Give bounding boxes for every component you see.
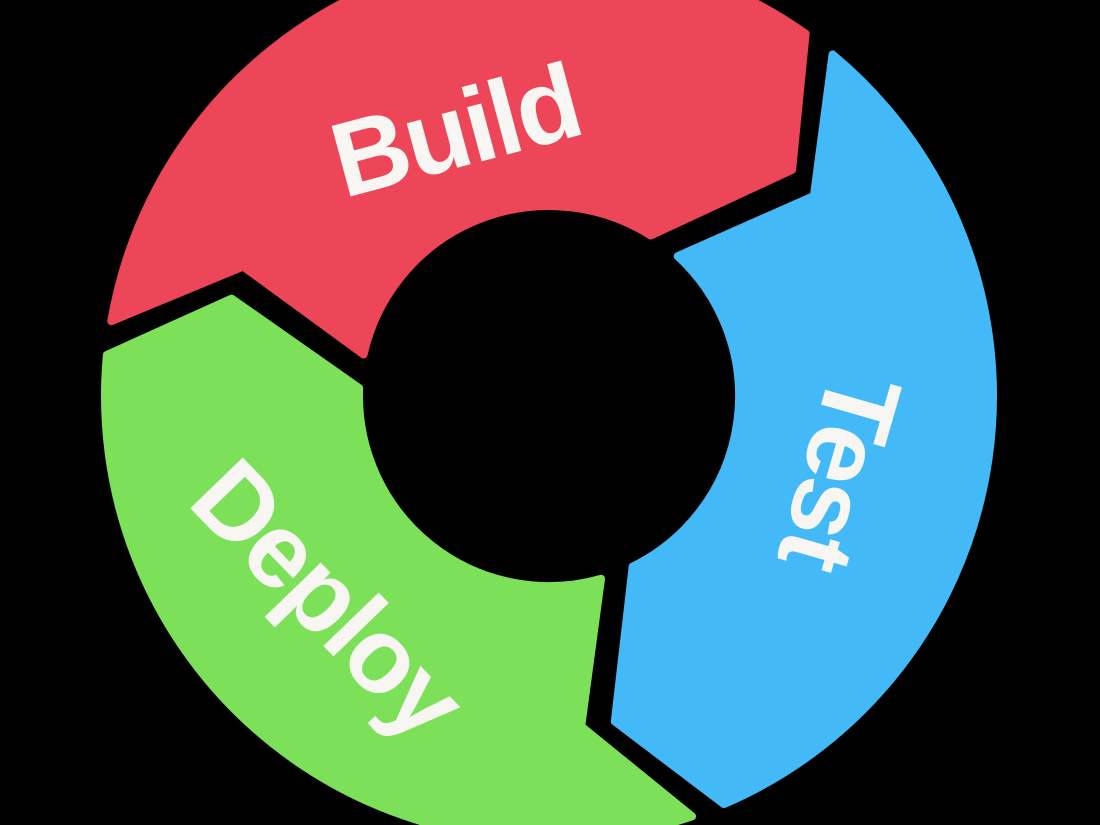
segment-arrow-build [107,0,810,359]
segment-arrow-test [610,50,997,809]
segment-arrow-deploy [101,294,697,825]
